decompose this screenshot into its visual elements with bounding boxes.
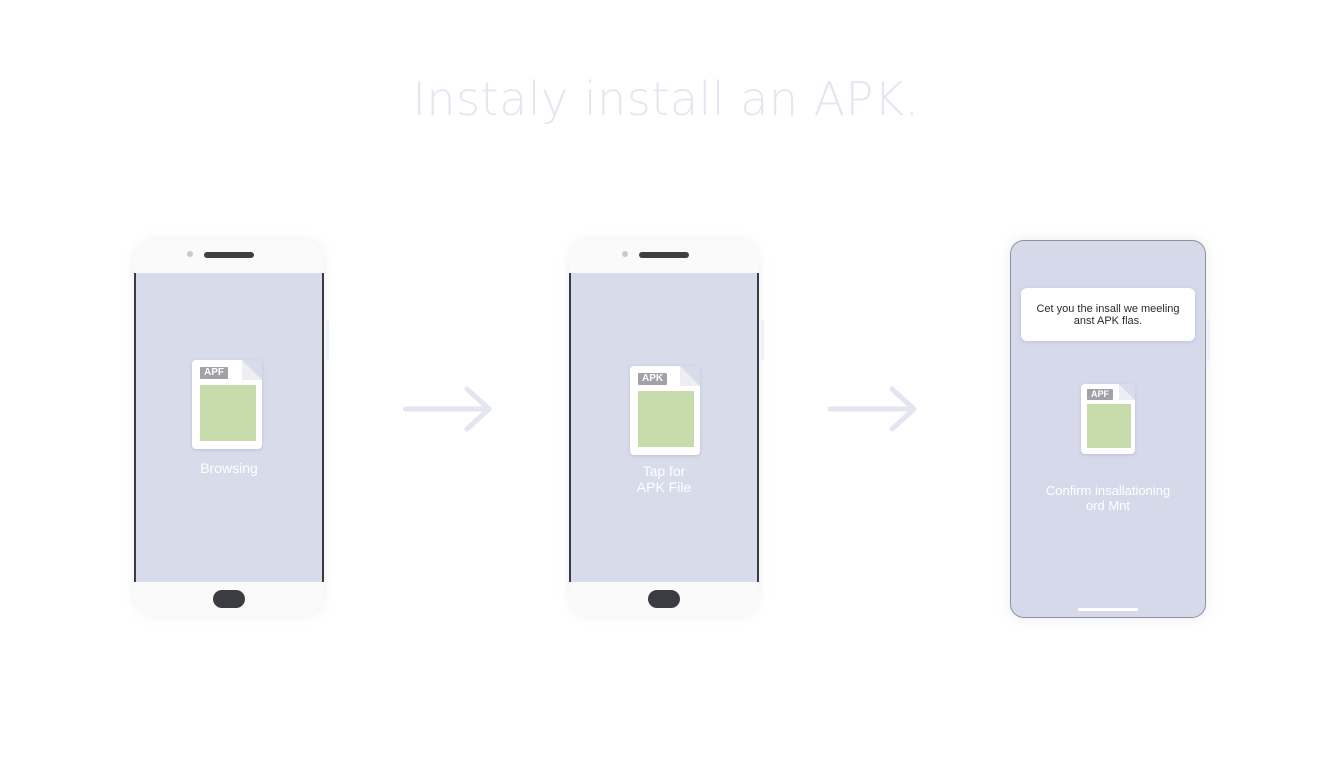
- apk-file-icon: APF: [1081, 384, 1135, 454]
- camera-dot: [622, 251, 628, 257]
- file-body: [638, 391, 694, 447]
- file-tag: APF: [200, 367, 228, 379]
- side-button: [326, 320, 329, 360]
- file-body: [1087, 404, 1131, 448]
- side-button: [761, 320, 764, 360]
- arrow-right-icon: [828, 386, 917, 432]
- phone-step-1: APF Browsing: [134, 240, 329, 616]
- camera-dot: [187, 251, 193, 257]
- file-tag: APK: [638, 373, 668, 385]
- arrow-right-icon: [403, 386, 492, 432]
- home-button: [213, 590, 245, 608]
- install-dialog[interactable]: Cet you the insall we meeling anst APK f…: [1021, 288, 1195, 341]
- file-fold: [242, 360, 262, 380]
- step-label-line: Confirm insallationing: [1045, 483, 1171, 498]
- speaker-grille: [204, 252, 254, 258]
- phone-step-2: APK Tap for APK File: [569, 240, 764, 616]
- step-label-line: ord Mnt: [1085, 498, 1131, 513]
- apk-file-icon: APK: [630, 366, 700, 455]
- file-fold: [1119, 384, 1135, 400]
- phone-step-3: Cet you the insall we meeling anst APK f…: [1010, 240, 1210, 618]
- step-label-line: Browsing: [200, 460, 258, 476]
- file-fold: [680, 366, 700, 386]
- phone-screen: APF Browsing: [134, 273, 324, 582]
- dialog-text-line: Cet you the insall we meeling: [1036, 303, 1180, 315]
- step-label-line: APK File: [636, 479, 692, 495]
- dialog-text-line: anst APK flas.: [1073, 315, 1143, 327]
- step-label: Tap for APK File: [571, 463, 757, 495]
- home-indicator-bar[interactable]: [1078, 608, 1138, 611]
- home-button: [648, 590, 680, 608]
- speaker-grille: [639, 252, 689, 258]
- file-tag: APF: [1087, 389, 1113, 400]
- apk-file-icon: APF: [192, 360, 262, 449]
- step-label: Confirm insallationing ord Mnt: [1011, 483, 1205, 513]
- file-body: [200, 385, 256, 441]
- step-label-line: Tap for: [642, 463, 686, 479]
- step-label: Browsing: [136, 460, 322, 476]
- diagram-title: Instaly install an APK.: [412, 72, 920, 126]
- phone-screen: APK Tap for APK File: [569, 273, 759, 582]
- side-button: [1207, 319, 1210, 361]
